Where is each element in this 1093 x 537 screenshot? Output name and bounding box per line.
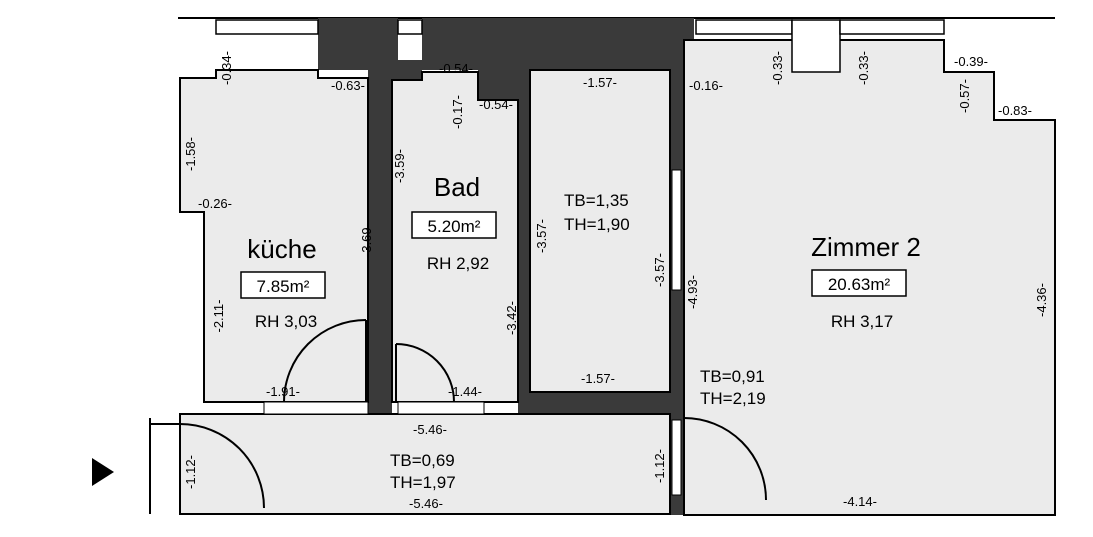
dim-label: -0.54- bbox=[439, 61, 473, 76]
dim-label: -0.39- bbox=[954, 54, 988, 69]
kueche-name: küche bbox=[247, 234, 316, 264]
bad-rh: RH 2,92 bbox=[427, 254, 489, 273]
wall-bad-storage bbox=[518, 60, 532, 415]
hallway-th: TH=1,97 bbox=[390, 473, 456, 492]
wall-block-center-top bbox=[422, 18, 694, 70]
door-bad-swing bbox=[395, 343, 455, 403]
bad-name: Bad bbox=[434, 172, 480, 202]
wall-bad-top-right bbox=[478, 60, 532, 100]
entrance-arrow-icon bbox=[92, 458, 114, 486]
zimmer-door-tb: TB=0,91 bbox=[700, 367, 765, 386]
opening-bad-hallway bbox=[397, 401, 485, 415]
window-kueche bbox=[215, 19, 319, 35]
door-zimmer-swing bbox=[683, 417, 767, 501]
dim-label: -0.33- bbox=[770, 51, 785, 85]
zimmer2-name: Zimmer 2 bbox=[811, 232, 921, 262]
storage-th: TH=1,90 bbox=[564, 215, 630, 234]
opening-storage-zimmer bbox=[671, 169, 682, 291]
dim-label: -3.57- bbox=[652, 253, 667, 287]
dim-label: -0.26- bbox=[198, 196, 232, 211]
dim-label: -1.58- bbox=[183, 137, 198, 171]
dim-label: -0.57- bbox=[957, 79, 972, 113]
dim-label: -2.11- bbox=[211, 300, 226, 333]
dim-label: -1.57- bbox=[581, 371, 615, 386]
dim-label: -0.83- bbox=[998, 103, 1032, 118]
dim-label: -4.14- bbox=[843, 494, 877, 509]
wall-storage-bottom bbox=[520, 392, 680, 415]
bad-area: 5.20m² bbox=[428, 217, 481, 236]
kueche-area: 7.85m² bbox=[257, 277, 310, 296]
dim-label: -0.63- bbox=[331, 78, 365, 93]
dim-label: -0.16- bbox=[689, 78, 723, 93]
opening-kueche-hallway bbox=[263, 401, 369, 415]
dim-label: -3.42- bbox=[504, 301, 519, 335]
zimmer2-area-box bbox=[811, 269, 907, 297]
dim-label: -5.46- bbox=[409, 496, 443, 511]
dim-label: -1.44- bbox=[448, 384, 482, 399]
dim-label: -3.69- bbox=[359, 223, 374, 257]
door-kueche-swing bbox=[283, 319, 367, 403]
dim-label: -1.12- bbox=[652, 449, 667, 483]
zimmer2-area: 20.63m² bbox=[828, 275, 891, 294]
dim-label: -0.54- bbox=[479, 97, 513, 112]
window-zimmer-bay bbox=[791, 19, 841, 73]
dim-label: -1.12- bbox=[183, 455, 198, 489]
window-zimmer-left bbox=[695, 19, 793, 35]
dim-label: -0.17- bbox=[450, 95, 465, 129]
wall-bad-top-left bbox=[392, 60, 422, 80]
dim-label: -4.36- bbox=[1034, 283, 1049, 317]
dim-label: -5.46- bbox=[413, 422, 447, 437]
storage-tb: TB=1,35 bbox=[564, 191, 629, 210]
zimmer-door-th: TH=2,19 bbox=[700, 389, 766, 408]
entrance-door-swing bbox=[179, 423, 265, 509]
bad-area-box bbox=[411, 211, 497, 239]
dim-label: -3.57- bbox=[534, 219, 549, 253]
hallway-tb: TB=0,69 bbox=[390, 451, 455, 470]
zimmer2-rh: RH 3,17 bbox=[831, 312, 893, 331]
dim-label: -4.93- bbox=[685, 275, 700, 309]
dim-label: -3.59- bbox=[392, 149, 407, 183]
window-bad bbox=[397, 19, 423, 35]
window-zimmer-right bbox=[839, 19, 945, 35]
wall-kitchen-bad bbox=[368, 60, 392, 415]
dim-label: -1.57- bbox=[583, 75, 617, 90]
dim-label: -0.34- bbox=[219, 51, 234, 85]
room-kueche bbox=[179, 69, 369, 403]
dim-label: -1.91- bbox=[266, 384, 300, 399]
opening-hallway-zimmer bbox=[671, 419, 682, 496]
kueche-area-box bbox=[240, 271, 326, 299]
kueche-rh: RH 3,03 bbox=[255, 312, 317, 331]
room-storage bbox=[529, 69, 671, 393]
dim-label: -0.33- bbox=[856, 51, 871, 85]
